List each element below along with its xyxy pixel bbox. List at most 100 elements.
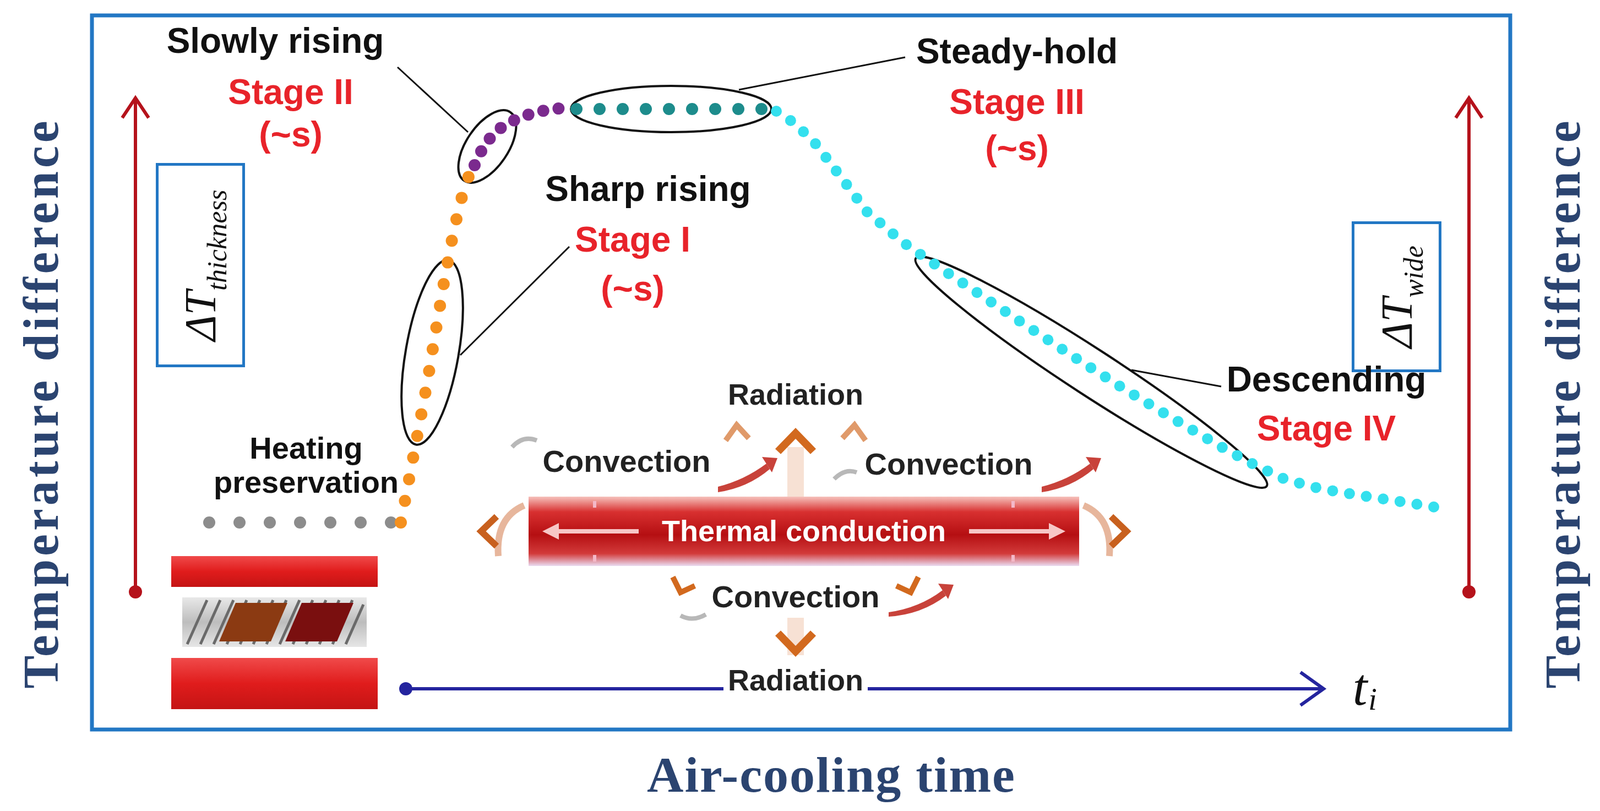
conduction-arrowhead (542, 523, 559, 540)
stage-ellipse (389, 255, 475, 450)
hatch-lines (187, 600, 364, 645)
curve-dot (1143, 398, 1155, 410)
curve-dot (1411, 498, 1423, 510)
curve-dot (430, 321, 443, 334)
convection-chevron (1111, 516, 1127, 547)
curve-dot (1157, 407, 1169, 419)
specimen (285, 602, 354, 642)
curve-dot (1070, 352, 1082, 364)
curve-dot (616, 102, 629, 116)
radiation-chevron (777, 633, 814, 652)
stage-duration: (~s) (600, 269, 665, 308)
curve-dot (406, 451, 419, 464)
stage-description: Sharp rising (545, 169, 751, 209)
curve-dot (770, 105, 782, 117)
curve-dot (809, 138, 821, 150)
conduction-arrow (1011, 554, 1015, 562)
curve-dot (1100, 371, 1112, 383)
convection-swoosh-head (938, 583, 954, 600)
convection-swirl (1083, 505, 1110, 557)
curve-dot (1394, 496, 1406, 508)
stage-description: Heating preservation (184, 431, 428, 499)
curve-dot (1114, 380, 1126, 392)
curve-dot (419, 386, 432, 399)
curve-dot (462, 170, 475, 183)
stage-name: Stage II (227, 72, 354, 112)
axis-symbol-subscript: i (1368, 682, 1378, 717)
curve-dot (433, 299, 446, 312)
curve-dot (552, 102, 565, 115)
stage-description: Descending (1226, 360, 1427, 399)
heating-plate (171, 657, 378, 710)
curve-dot (1014, 315, 1026, 327)
leader-line (397, 67, 468, 133)
curve-dot (1201, 433, 1213, 445)
rotated-symbol: ΔTwide (1374, 245, 1419, 348)
conduction-arrow (592, 554, 597, 562)
curve-dot (403, 472, 416, 486)
curve-dot (985, 296, 997, 308)
time-axis-arrowhead (1300, 672, 1324, 706)
axis-title: Temperature difference (13, 117, 69, 689)
curve-dot (1216, 442, 1228, 454)
convection-swoosh-head (1085, 456, 1102, 473)
curve-dot (957, 277, 969, 289)
curve-dot (508, 114, 521, 127)
curve-dot (971, 286, 983, 298)
conduction-arrowhead (1048, 523, 1066, 540)
conduction-arrow (592, 501, 597, 508)
axis-arrowhead (1455, 98, 1483, 118)
curve-dot (1293, 477, 1305, 489)
curve-dot (1028, 324, 1040, 336)
axis-arrowhead (122, 98, 149, 118)
axis-symbol: t (1352, 657, 1368, 717)
axis-origin-dot (1462, 585, 1476, 599)
symbol-main: ΔT (1372, 297, 1422, 348)
curve-dot (475, 145, 488, 158)
curve-dot (709, 102, 722, 116)
curve-dot (593, 102, 606, 116)
convection-chevron (725, 425, 749, 441)
temperature-curve (203, 102, 1440, 529)
curve-dot (841, 178, 853, 190)
curve-dot (441, 256, 454, 269)
axis-title: Temperature difference (1535, 117, 1591, 689)
curve-dot (851, 192, 863, 204)
axis-line (133, 100, 138, 592)
curve-dot (999, 306, 1011, 318)
stage-ellipse (570, 85, 772, 133)
heat-transfer-label: Convection (711, 579, 880, 614)
outer-frame (91, 15, 1511, 730)
heat-transfer-label: Convection (864, 447, 1033, 482)
specimen-holder (182, 597, 367, 647)
leader-line (460, 246, 570, 356)
curve-dot (354, 516, 367, 529)
curve-dot (861, 206, 873, 218)
curve-dot (233, 516, 246, 529)
stage-ellipse (447, 100, 529, 193)
stage-description: Steady-hold (916, 31, 1118, 71)
curve-dot (445, 234, 459, 247)
specimen (219, 602, 288, 642)
convection-chevron (842, 425, 866, 441)
stage-description: Slowly rising (166, 21, 385, 61)
stage-name: Stage I (574, 220, 691, 259)
symbol-subscript: wide (1397, 245, 1429, 298)
curve-dot (426, 343, 439, 356)
curve-dot (1187, 424, 1199, 436)
curve-dot (662, 102, 676, 116)
curve-dot (570, 102, 583, 116)
curve-dot (483, 132, 497, 145)
conduction-band: Thermal conduction (528, 496, 1080, 567)
curve-dot (415, 408, 428, 421)
curve-dot (294, 516, 307, 529)
stage-duration: (~s) (258, 115, 323, 154)
convection-swirl (512, 438, 537, 448)
curve-dot (928, 258, 940, 270)
symbol-main: ΔT (176, 290, 225, 341)
curve-dot (422, 365, 435, 378)
axis-line (1467, 100, 1471, 592)
curve-dot (1343, 488, 1355, 500)
convection-swoosh (717, 463, 770, 493)
convection-chevron (672, 577, 695, 593)
